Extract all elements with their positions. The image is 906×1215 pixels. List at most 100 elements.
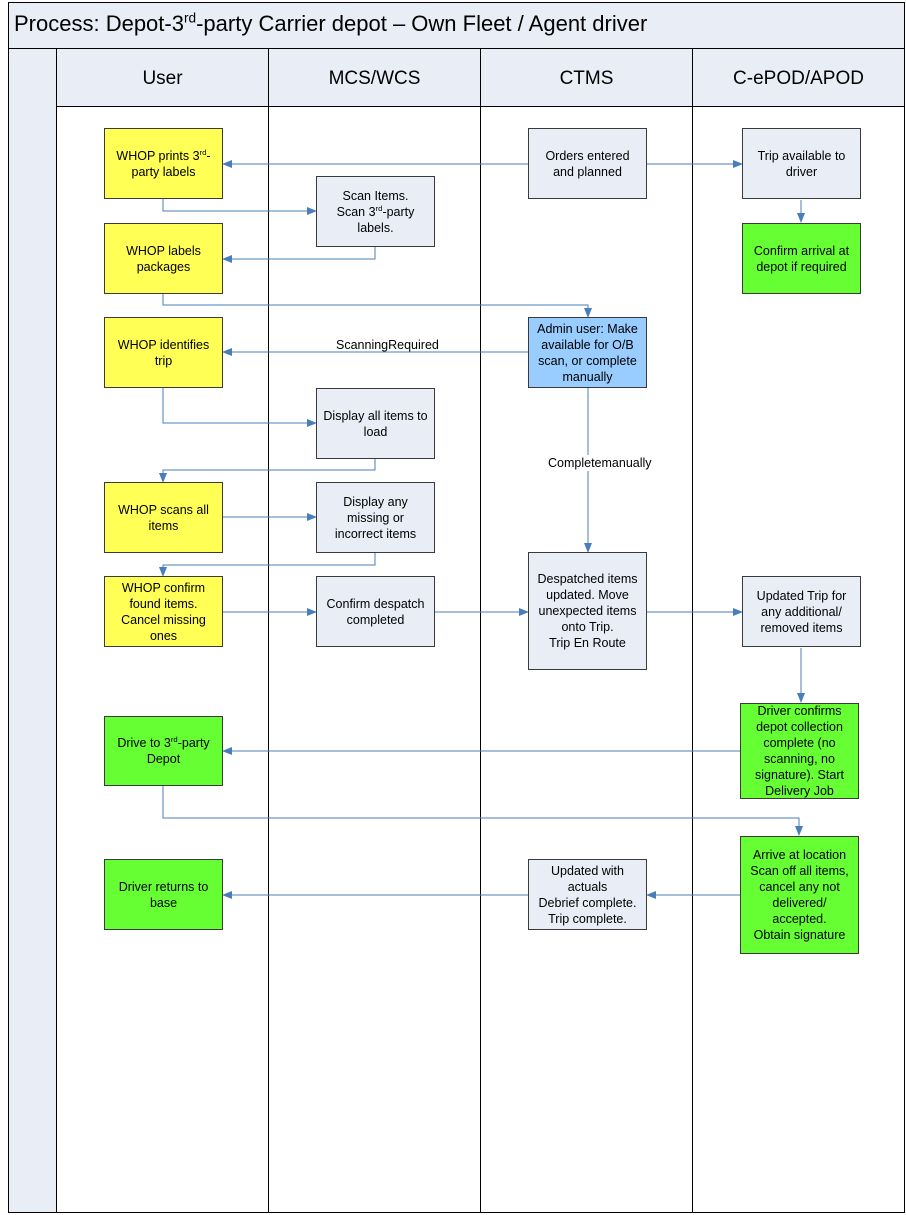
- node-line: party labels: [131, 164, 196, 179]
- node-line: complete (no: [763, 736, 836, 750]
- flow-arrow: [222, 247, 376, 263]
- flow-arrow: [162, 388, 317, 427]
- edge-label-scanning-required: ScanningRequired: [336, 337, 439, 353]
- node-line: Delivery Job: [765, 784, 834, 798]
- flow-arrow: [159, 459, 376, 483]
- node-line: Updated with: [551, 863, 624, 878]
- node-line: Display all items to: [323, 408, 428, 423]
- node-line: WHOP labels: [126, 243, 201, 258]
- node-line: items: [148, 518, 179, 533]
- node-line: and planned: [553, 164, 622, 179]
- node-line: Orders entered: [545, 148, 630, 163]
- node-line: Driver confirms: [757, 704, 842, 718]
- flow-arrow: [162, 294, 592, 318]
- lane-header-c-epod-apod: C-ePOD/APOD: [733, 67, 864, 89]
- node-line: available for O/B: [541, 337, 634, 352]
- node-line: completed: [346, 612, 405, 627]
- node-line: removed items: [760, 620, 843, 635]
- node-line: WHOP prints 3rd-: [116, 147, 211, 163]
- lane-header-mcs-wcs: MCS/WCS: [328, 67, 421, 89]
- node-line: WHOP scans all: [118, 502, 209, 517]
- node-line: labels.: [357, 220, 394, 235]
- node-line: onto Trip.: [561, 620, 614, 634]
- edge-label-complete-manually: Completemanually: [548, 455, 652, 471]
- node-line: Trip complete.: [548, 911, 627, 926]
- node-line: cancel any not: [759, 880, 840, 894]
- node-line: Scan 3rd-party: [336, 203, 415, 219]
- node-line: Trip En Route: [549, 636, 626, 650]
- node-line: Drive to 3rd-party: [117, 734, 210, 750]
- node-line: manually: [601, 456, 652, 470]
- flow-arrow: [162, 786, 803, 836]
- left-margin-column: [8, 48, 57, 1213]
- title-main: Process: Depot-3: [14, 11, 184, 36]
- node-line: load: [363, 424, 388, 439]
- node-line: missing or: [347, 510, 404, 525]
- node-line: scan, or complete: [538, 353, 637, 368]
- node-line: delivered/: [772, 896, 827, 910]
- node-line: WHOP identifies: [117, 337, 210, 352]
- node-line: Cancel missing: [121, 612, 206, 627]
- node-line: Complete: [548, 456, 602, 470]
- node-line: Debrief complete.: [538, 895, 637, 910]
- node-line: Trip available to: [757, 148, 846, 163]
- node-line: Despatched items: [537, 572, 638, 586]
- node-line: Updated Trip for: [756, 588, 847, 603]
- node-line: incorrect items: [334, 526, 417, 541]
- node-line: found items.: [129, 596, 198, 611]
- flow-arrow: [162, 199, 317, 215]
- node-line: Display any: [343, 494, 408, 509]
- title-rest: -party Carrier depot – Own Fleet / Agent…: [196, 11, 648, 36]
- title-superscript: rd: [183, 10, 197, 26]
- node-line: depot collection: [756, 720, 843, 734]
- node-line: ones: [149, 628, 178, 643]
- lane-header-ctms: CTMS: [559, 67, 614, 89]
- node-line: Required: [388, 338, 439, 352]
- node-line: Depot: [146, 752, 181, 766]
- node-line: depot if required: [756, 259, 847, 274]
- node-line: scanning, no: [764, 752, 835, 766]
- node-line: Obtain signature: [753, 928, 846, 942]
- node-line: Driver returns to: [118, 879, 209, 894]
- node-line: packages: [136, 259, 191, 274]
- node-line: accepted.: [772, 912, 827, 926]
- node-whop-prints-labels: WHOP prints 3rd-party labels: [104, 128, 223, 199]
- node-line: base: [149, 895, 178, 910]
- node-line: signature). Start: [755, 768, 844, 782]
- node-line: WHOP confirm: [121, 580, 206, 595]
- node-line: driver: [785, 164, 818, 179]
- node-line: Scanning: [336, 338, 389, 352]
- page-title: Process: Depot-3rd-party Carrier depot –…: [14, 10, 647, 38]
- lane-header-user: User: [142, 67, 183, 89]
- flow-arrow: [159, 553, 376, 577]
- node-line: Confirm arrival at: [753, 243, 850, 258]
- node-line: actuals: [567, 879, 608, 894]
- node-line: any additional/: [761, 604, 842, 619]
- node-line: trip: [154, 353, 173, 368]
- node-line: Admin user: Make: [537, 321, 638, 336]
- node-driver-confirms: Driver confirms depot collection complete …: [740, 703, 859, 799]
- node-line: Arrive at location: [752, 848, 847, 862]
- node-line: Scan off all items,: [750, 864, 849, 878]
- title-bar: [8, 2, 905, 49]
- node-line: Scan Items.: [342, 188, 409, 203]
- node-line: unexpected items: [538, 604, 637, 618]
